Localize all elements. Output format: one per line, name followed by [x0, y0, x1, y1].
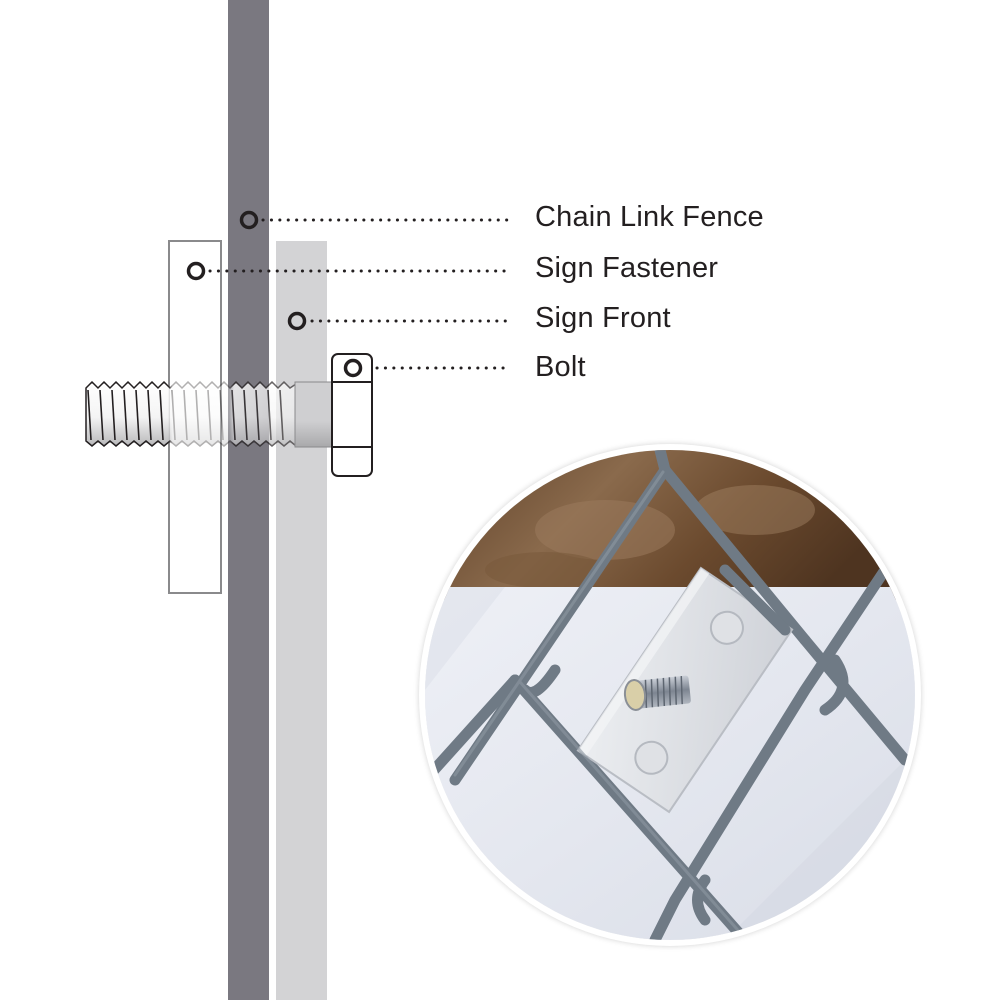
bolt-head — [331, 353, 373, 477]
bolt-thread — [85, 380, 297, 448]
callout-chain-link-fence — [239, 210, 512, 230]
label-sign-front: Sign Front — [535, 302, 671, 334]
label-chain-link-fence: Chain Link Fence — [535, 201, 764, 233]
label-sign-fastener: Sign Fastener — [535, 252, 719, 284]
label-bolt: Bolt — [535, 351, 586, 383]
callout-sign-fastener — [186, 261, 512, 281]
inset-photo-illustration — [425, 450, 915, 940]
chain-link-fence-layer — [228, 0, 269, 1000]
callout-sign-front — [287, 311, 512, 331]
bolt-shank — [294, 381, 334, 448]
sign-front-layer — [276, 241, 327, 1000]
inset-photo — [425, 450, 915, 940]
callout-bolt — [343, 358, 512, 378]
